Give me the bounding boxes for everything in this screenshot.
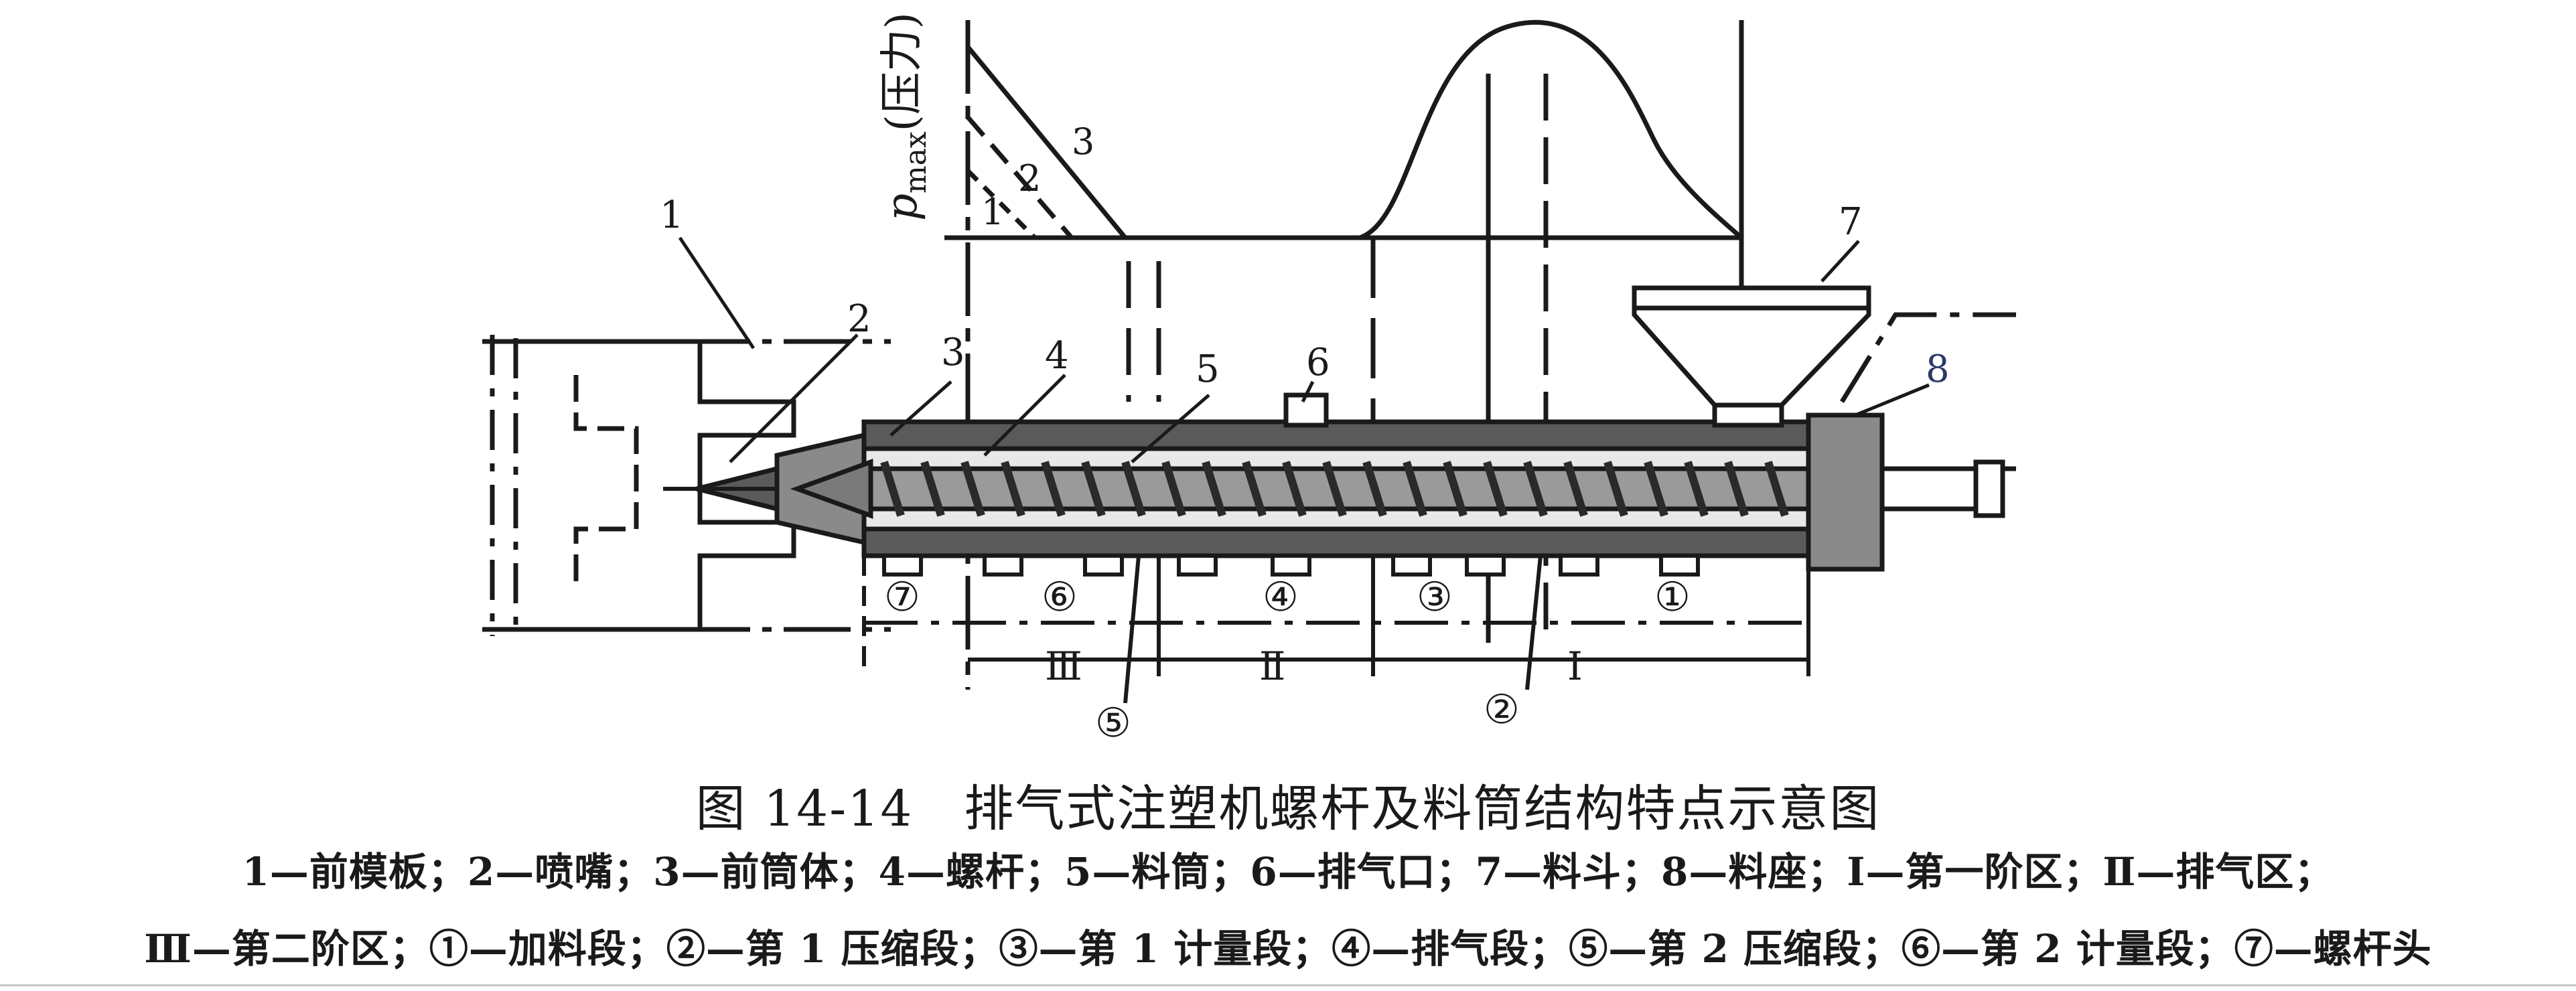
feed-hopper <box>1632 295 1871 408</box>
section-dimension-lines <box>862 555 1810 704</box>
feed-throat <box>1712 402 1784 428</box>
part-label-3: 3 <box>941 331 965 374</box>
legend-line-2: Ⅲ—第二阶区；①—加料段；②—第 1 压缩段；③—第 1 计量段；④—排气段；⑤… <box>144 926 2432 972</box>
section-label-1: ① <box>1654 574 1691 621</box>
part-labels: 1 2 3 4 5 6 7 8 <box>660 194 1950 391</box>
part-label-2: 2 <box>847 297 871 341</box>
screw-flights <box>880 461 1789 517</box>
pressure-curve-3 <box>966 45 1127 240</box>
pressure-curve-2 <box>966 115 1074 240</box>
section-label-7: ⑦ <box>884 574 920 621</box>
pressure-axis-label: pmax(压力) <box>877 12 933 221</box>
zone-label-2: Ⅱ <box>1259 643 1285 689</box>
legend-line-1: 1—前模板；2—喷嘴；3—前筒体；4—螺杆；5—料筒；6—排气口；7—料斗；8—… <box>242 849 2334 895</box>
bottom-rule <box>0 984 2576 986</box>
section-label-2: ② <box>1484 686 1520 733</box>
curve-label-2: 2 <box>1018 157 1041 200</box>
screw-head <box>790 459 873 519</box>
curve-label-1: 1 <box>981 191 1004 233</box>
zone-label-1: Ⅰ <box>1567 643 1583 689</box>
shaft-coupling <box>1973 459 2005 518</box>
part-label-7: 7 <box>1839 200 1863 244</box>
part-label-8: 8 <box>1926 348 1950 391</box>
part-label-6: 6 <box>1306 341 1330 384</box>
barrel-upper-wall <box>861 419 1811 451</box>
frame-line <box>1840 312 2016 403</box>
section-label-5: ⑤ <box>1095 700 1131 747</box>
zone-label-3: Ⅲ <box>1045 643 1082 689</box>
pressure-curve-1 <box>966 169 1037 240</box>
hopper-rim <box>1632 285 1871 311</box>
leader-lines <box>678 236 1930 463</box>
barrel-lower-wall <box>861 526 1811 558</box>
pressure-bell-curve <box>1358 19 1743 240</box>
zone-labels: Ⅲ Ⅱ Ⅰ <box>1045 643 1583 689</box>
front-mold-plate <box>482 335 891 636</box>
feed-seat <box>1806 412 1885 572</box>
vent-port <box>1283 392 1329 428</box>
section-label-4: ④ <box>1263 574 1299 621</box>
section-labels: ⑦ ⑥ ④ ③ ① ⑤ ② <box>884 574 1691 747</box>
figure-caption: 图 14-14 排气式注塑机螺杆及料筒结构特点示意图 <box>695 780 1881 838</box>
curve-label-3: 3 <box>1072 121 1094 163</box>
part-label-1: 1 <box>660 194 684 237</box>
part-label-4: 4 <box>1045 334 1069 378</box>
section-label-3: ③ <box>1417 574 1453 621</box>
part-label-5: 5 <box>1196 348 1220 391</box>
heater-bands <box>882 554 1700 577</box>
section-label-6: ⑥ <box>1042 574 1078 621</box>
drive-shaft <box>1879 466 1979 512</box>
barrel-assembly <box>663 285 2016 572</box>
